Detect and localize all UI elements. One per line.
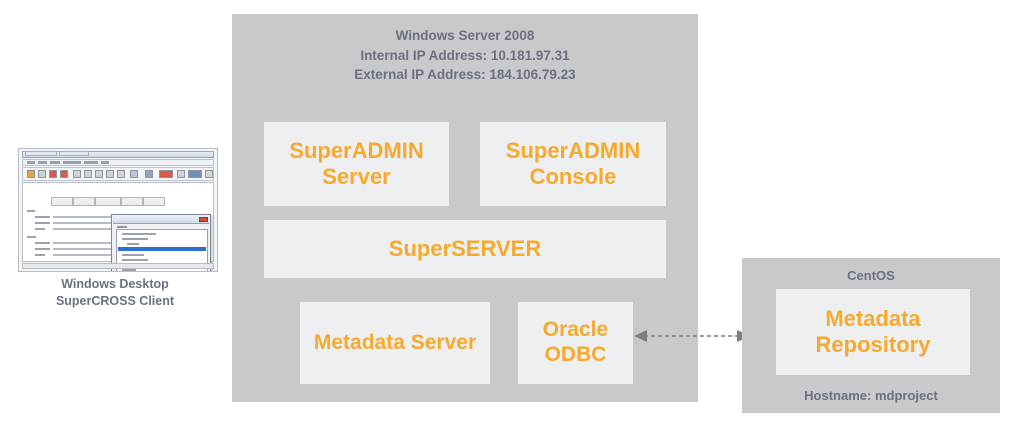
thumb-table-cell-row — [53, 248, 163, 250]
list-item-selected[interactable] — [118, 247, 206, 251]
component-superadmin-console[interactable]: SuperADMIN Console — [480, 122, 666, 206]
component-oracle-odbc[interactable]: Oracle ODBC — [518, 302, 633, 384]
thumb-table-header-cell — [121, 197, 143, 206]
thumb-toolbar-icon-1 — [27, 170, 35, 178]
thumb-table-row-group — [27, 210, 35, 212]
thumb-table-cell-row — [53, 216, 163, 218]
thumb-toolbar-icon-15 — [205, 170, 213, 178]
thumb-menu-bar — [22, 159, 214, 166]
thumb-toolbar-icon-14 — [188, 170, 202, 178]
thumb-toolbar-icon-9 — [117, 170, 125, 178]
thumb-window-tab-2 — [59, 150, 89, 156]
list-item[interactable] — [127, 243, 139, 245]
thumb-toolbar-icon-2 — [38, 170, 46, 178]
thumb-menu-item-2 — [38, 161, 47, 164]
thumb-modal-dialog[interactable] — [111, 214, 211, 271]
component-metadata-repository[interactable]: Metadata Repository — [776, 289, 970, 375]
thumb-table-row-label — [35, 216, 50, 218]
thumb-table-cell-row — [53, 222, 163, 224]
thumb-menu-item-3 — [50, 161, 60, 164]
thumb-toolbar-icon-12 — [159, 170, 173, 178]
thumb-toolbar-icon-7 — [95, 170, 103, 178]
thumb-table-row-group — [27, 236, 36, 238]
list-item[interactable] — [122, 233, 156, 235]
windows-desktop-client-group: Windows Desktop SuperCROSS Client — [0, 142, 230, 312]
thumb-table-header-cell — [95, 197, 121, 206]
thumb-status-bar — [22, 263, 214, 269]
thumb-dialog-field-label — [117, 226, 127, 228]
thumb-table-header-cell — [73, 197, 95, 206]
component-superadmin-server[interactable]: SuperADMIN Server — [264, 122, 449, 206]
thumb-toolbar-icon-3 — [49, 170, 57, 178]
client-caption: Windows Desktop SuperCROSS Client — [55, 277, 175, 308]
thumb-menu-item-4 — [63, 161, 81, 164]
thumb-toolbar-icon-4 — [60, 170, 68, 178]
thumb-table-cell-row — [53, 254, 163, 256]
list-item[interactable] — [122, 238, 148, 240]
list-item[interactable] — [122, 254, 144, 256]
centos-panel-caption: CentOS — [847, 268, 895, 283]
thumb-menu-item-6 — [101, 161, 109, 164]
thumb-toolbar-icon-5 — [73, 170, 81, 178]
thumb-table-row-label — [35, 248, 50, 250]
thumb-table-header-cell — [143, 197, 165, 206]
thumb-table-cell-row — [53, 242, 163, 244]
thumb-menu-item-5 — [84, 161, 98, 164]
list-item[interactable] — [122, 269, 136, 271]
thumb-dialog-title-bar — [113, 216, 209, 224]
odbc-to-repository-link — [634, 325, 750, 347]
thumb-table-row-label — [35, 254, 45, 256]
thumb-toolbar-icon-8 — [106, 170, 114, 178]
thumb-report-canvas — [22, 182, 214, 271]
thumb-table-row-label — [35, 242, 50, 244]
thumb-table-header-cell — [51, 197, 73, 206]
thumb-table-cell-row — [53, 228, 163, 230]
thumb-table-row-label — [35, 222, 50, 224]
thumb-menu-item-1 — [27, 161, 35, 164]
centos-hostname-label: Hostname: mdproject — [804, 388, 938, 403]
server-panel-caption: Windows Server 2008 Internal IP Address:… — [354, 28, 576, 82]
thumb-table-row-label — [35, 228, 45, 230]
list-item[interactable] — [122, 259, 148, 261]
thumb-toolbar-icon-6 — [84, 170, 92, 178]
centos-panel: CentOS Metadata Repository Hostname: mdp… — [742, 258, 1000, 413]
thumb-toolbar-icon-10 — [130, 170, 138, 178]
thumb-window-tab-1 — [25, 150, 57, 156]
thumb-toolbar-icon-13 — [177, 170, 185, 178]
thumb-toolbar-icon-11 — [145, 170, 153, 178]
component-superserver[interactable]: SuperSERVER — [264, 220, 666, 278]
supercross-client-screenshot[interactable] — [18, 148, 218, 272]
windows-server-2008-panel: Windows Server 2008 Internal IP Address:… — [232, 14, 698, 402]
component-metadata-server[interactable]: Metadata Server — [300, 302, 490, 384]
thumb-title-bar — [22, 151, 214, 158]
close-icon[interactable] — [199, 216, 208, 222]
arrowhead-left-icon — [634, 330, 647, 342]
